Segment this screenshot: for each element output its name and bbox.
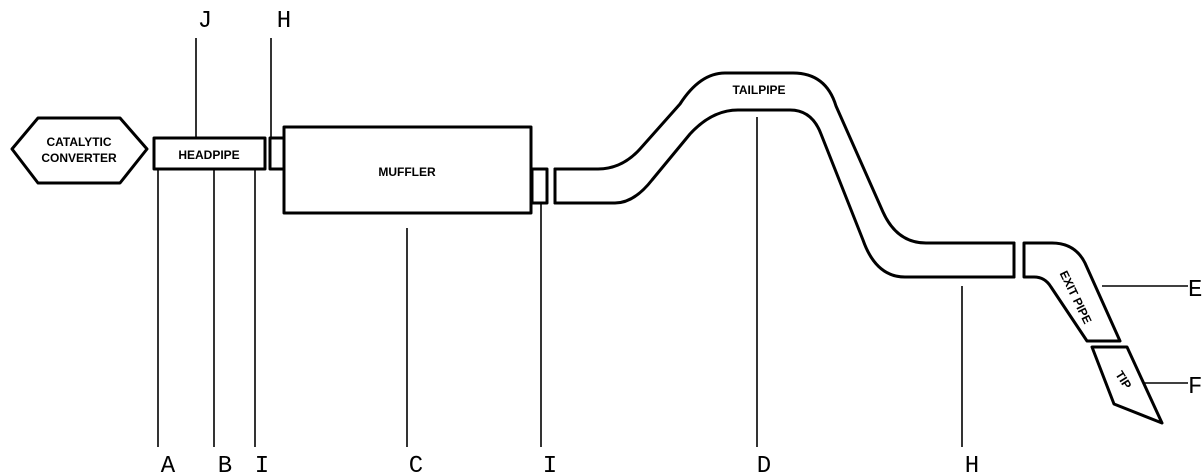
callout-a: A [161,453,176,476]
callout-h-bottom: H [965,453,979,476]
catalytic-converter: CATALYTIC CONVERTER [10,116,149,185]
headpipe-shape [152,136,267,171]
tip-shape [1090,345,1164,425]
exit-pipe: EXIT PIPE [1022,241,1122,343]
muffler: MUFFLER [282,125,533,215]
exit-pipe-shape [1022,241,1122,343]
callout-h-top: H [277,8,291,35]
headpipe: HEADPIPE [152,136,267,171]
front-connector [268,136,286,171]
catalytic-converter-shape [10,116,149,185]
muffler-shape [282,125,533,215]
catalytic-converter-label-line1: CATALYTIC [46,135,111,149]
callout-b: B [218,453,232,476]
rear-connector [530,167,549,205]
muffler-label: MUFFLER [378,165,436,179]
tailpipe-label: TAILPIPE [732,83,785,97]
tip: TIP [1090,345,1164,425]
callout-d: D [757,453,771,476]
callout-i-front: I [255,453,269,476]
callout-i-rear: I [543,453,557,476]
tailpipe-upper-edge [553,71,1016,245]
callout-e: E [1188,277,1202,304]
catalytic-converter-label-line2: CONVERTER [41,151,117,165]
callout-c: C [409,453,423,476]
headpipe-label: HEADPIPE [178,148,239,162]
tailpipe-lower-edge [553,108,1016,279]
callout-j: J [198,8,212,35]
tailpipe: TAILPIPE [553,71,1016,279]
callout-f: F [1188,374,1202,401]
